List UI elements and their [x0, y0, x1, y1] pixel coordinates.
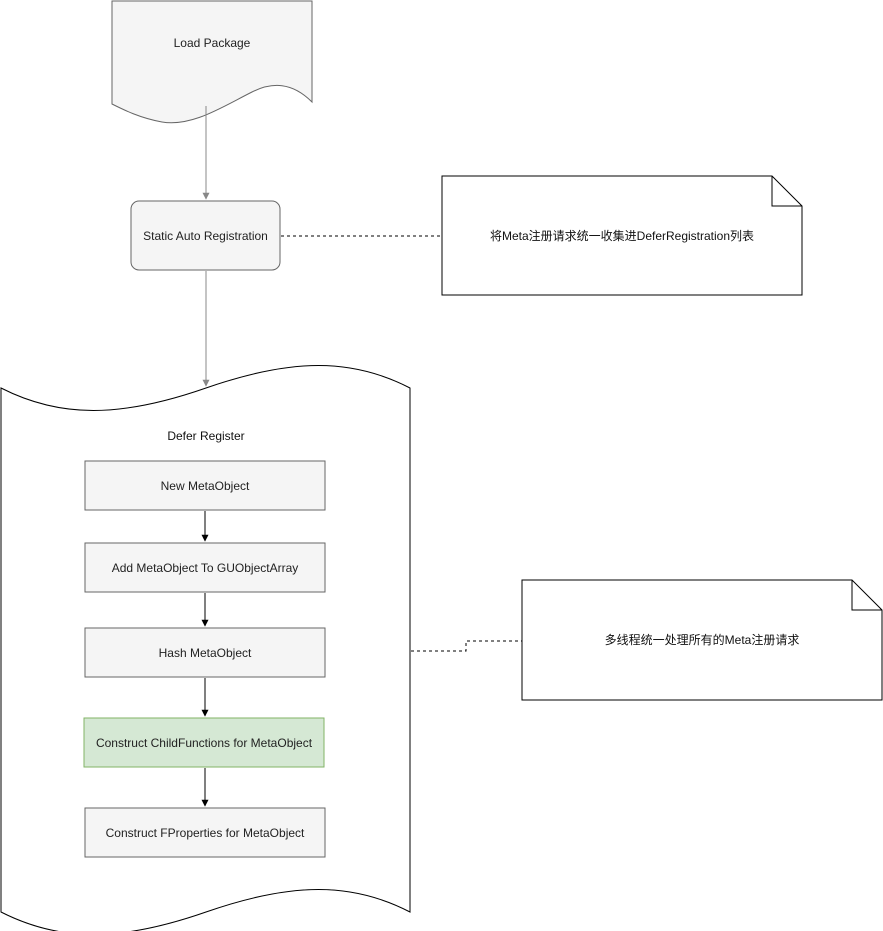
- note-2-text: 多线程统一处理所有的Meta注册请求: [604, 633, 800, 647]
- load-package-label: Load Package: [173, 36, 251, 50]
- construct-fproperties-label: Construct FProperties for MetaObject: [105, 825, 305, 840]
- dashed-connector-note-2: [411, 640, 522, 652]
- note-1-fold: [771, 176, 802, 207]
- new-metaobject-box[interactable]: [84, 460, 326, 511]
- hash-metaobject-box[interactable]: [84, 627, 326, 678]
- construct-childfunctions-box[interactable]: [83, 717, 325, 768]
- static-auto-registration-label: Static Auto Registration: [143, 228, 268, 243]
- new-metaobject-label: New MetaObject: [160, 478, 250, 493]
- add-metaobject-box[interactable]: [84, 542, 326, 593]
- static-auto-registration-box[interactable]: [130, 200, 281, 271]
- add-metaobject-label: Add MetaObject To GUObjectArray: [111, 560, 299, 575]
- load-package-shape[interactable]: [111, 0, 313, 124]
- construct-childfunctions-label: Construct ChildFunctions for MetaObject: [95, 735, 313, 750]
- note-2-shape[interactable]: [521, 579, 883, 701]
- construct-fproperties-box[interactable]: [84, 807, 326, 858]
- hash-metaobject-label: Hash MetaObject: [158, 645, 252, 660]
- defer-register-title: Defer Register: [167, 429, 245, 443]
- note-2-fold: [851, 580, 882, 611]
- note-1-shape[interactable]: [441, 175, 803, 296]
- note-1-text: 将Meta注册请求统一收集进DeferRegistration列表: [489, 228, 755, 243]
